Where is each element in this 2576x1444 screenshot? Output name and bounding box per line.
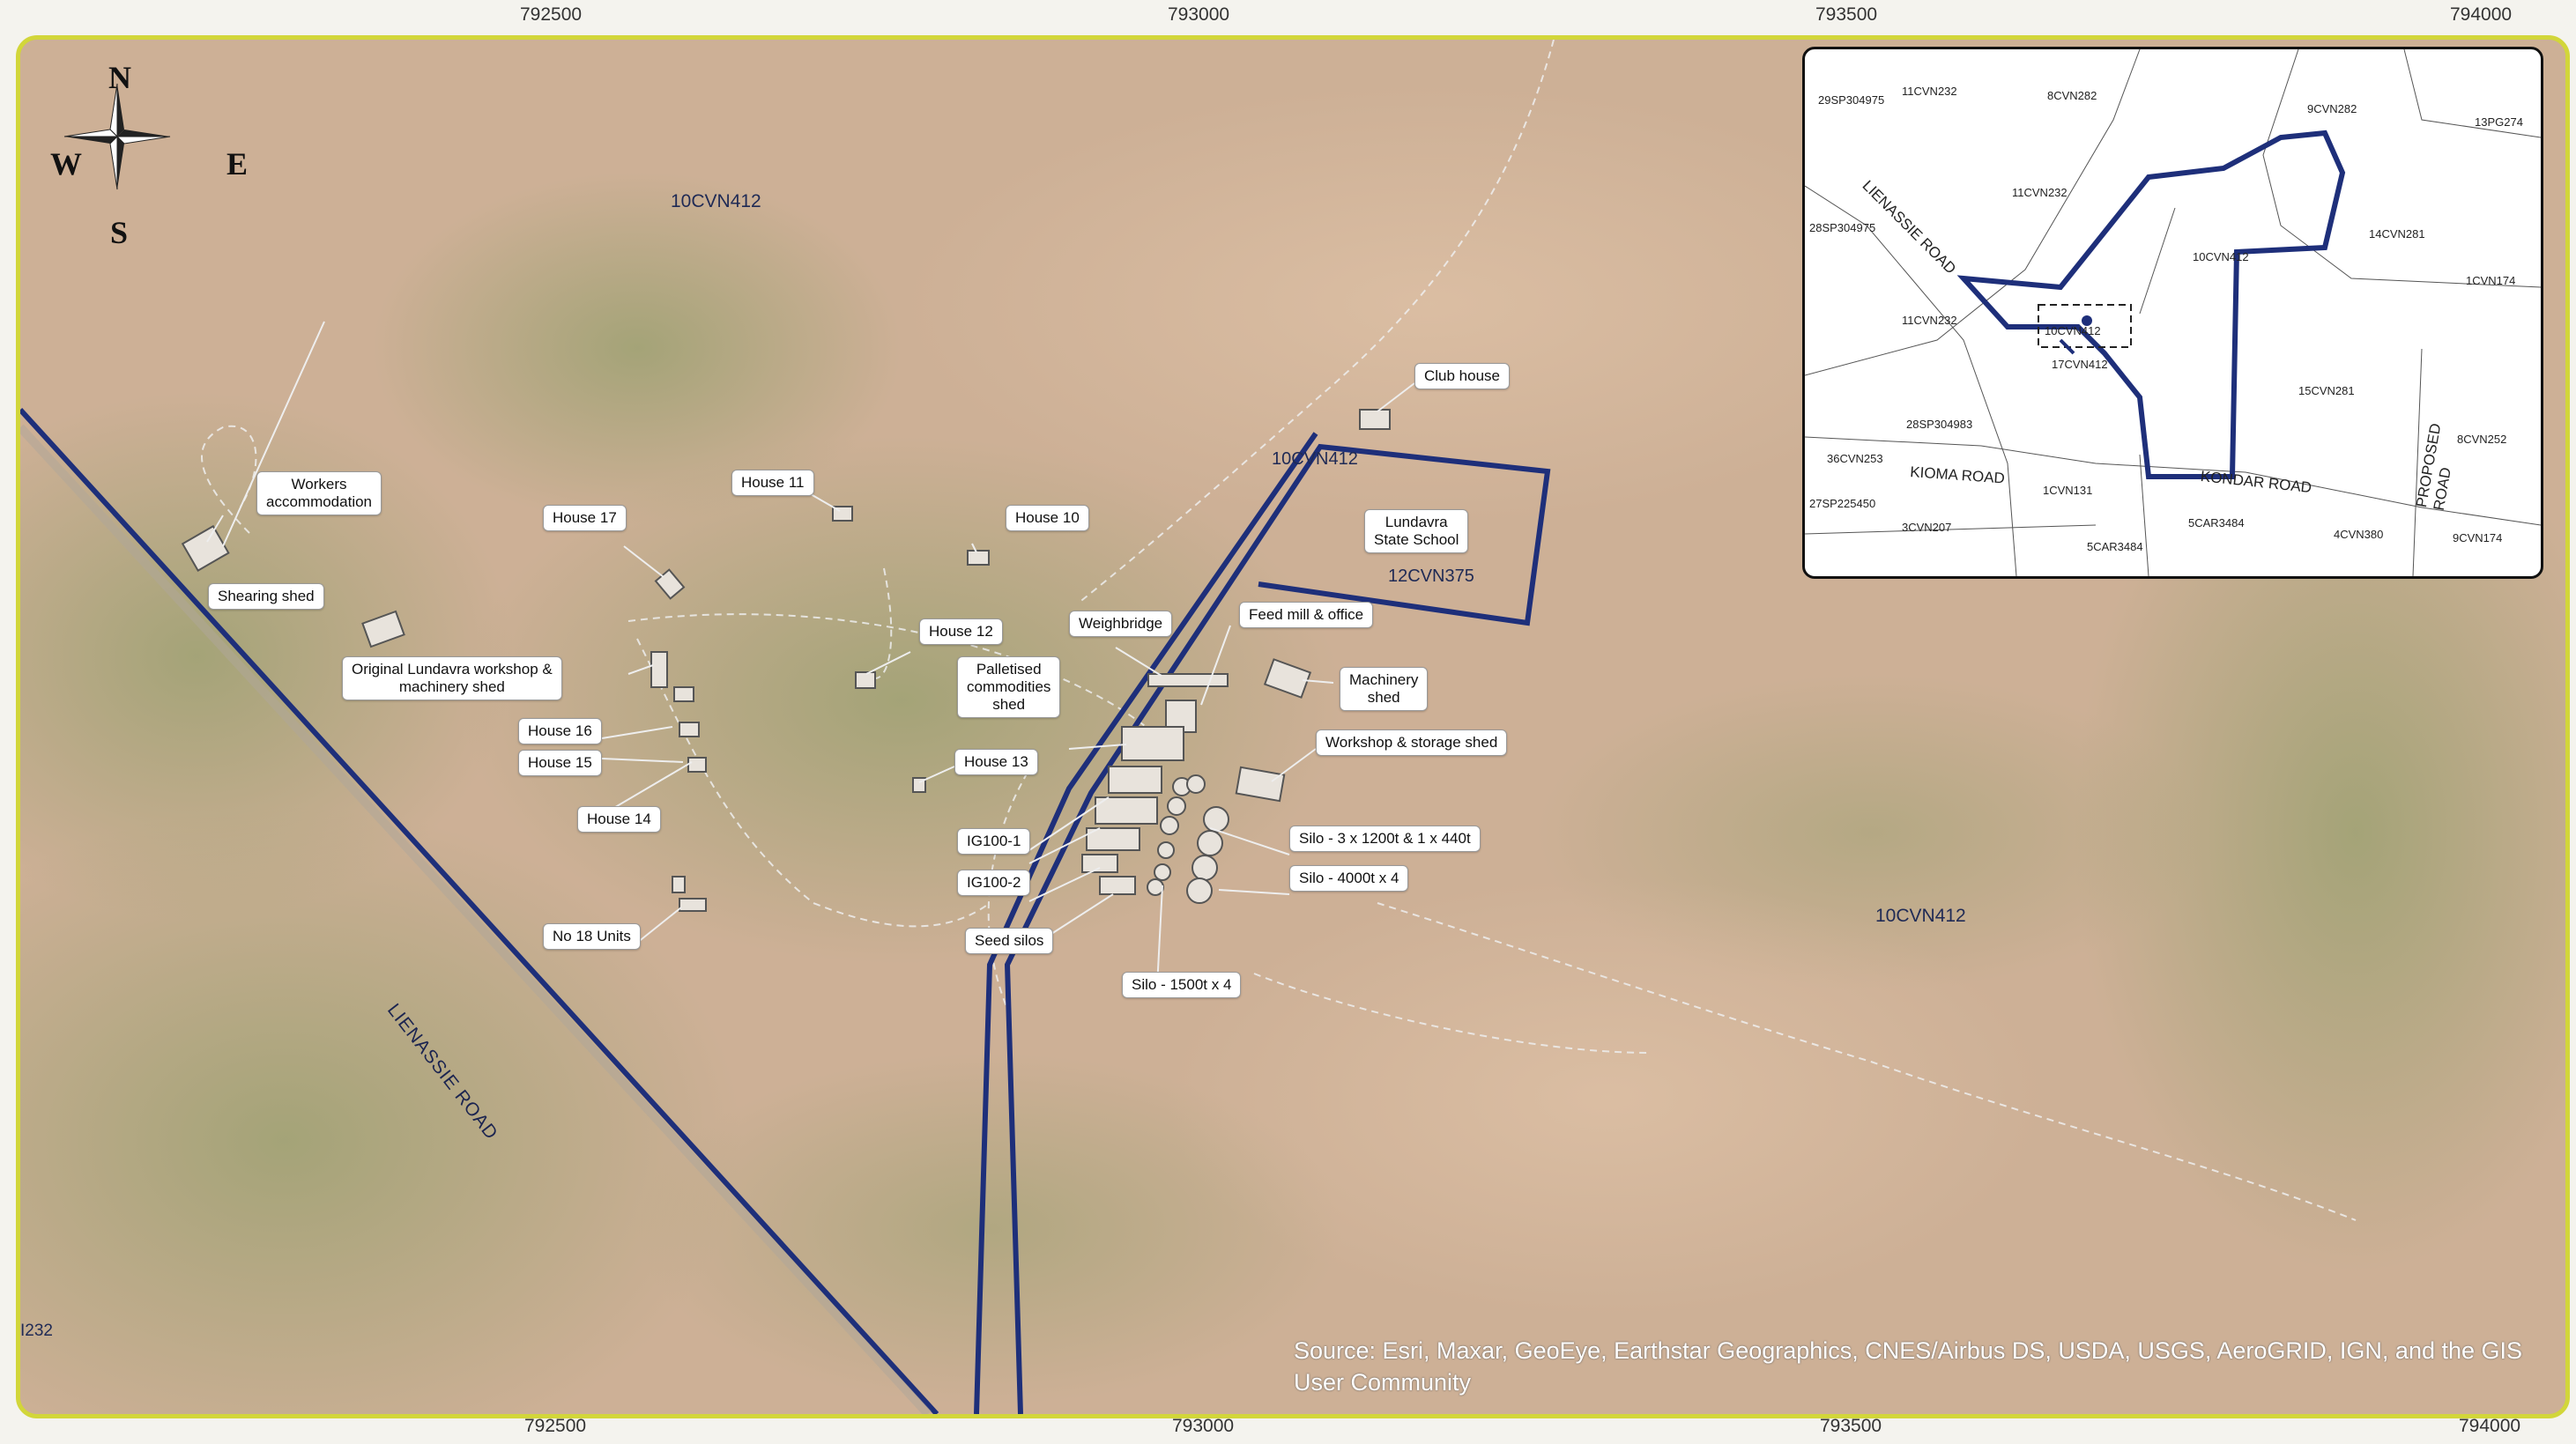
inset-locality-map[interactable]: 29SP304975 11CVN232 8CVN282 9CVN282 13PG… [1802,47,2543,579]
inset-map-canvas[interactable] [1805,49,2541,576]
inset-lot-label: 1CVN131 [2043,484,2093,497]
parcel-label-school-lot-name: 10CVN412 [1272,449,1358,469]
label-house-10: House 10 [1006,505,1089,531]
label-line: commodities [967,678,1051,695]
coord-top-793500: 793500 [1815,4,1878,25]
parcel-label-school-lot: 12CVN375 [1388,566,1474,586]
label-club-house: Club house [1414,363,1511,389]
compass-east: E [226,146,249,181]
label-line: Lundavra [1385,514,1448,530]
inset-lot-label: 9CVN174 [2453,531,2503,544]
label-line: Palletised [976,661,1042,678]
label-no-18-units: No 18 Units [543,923,641,950]
label-house-15: House 15 [518,750,602,776]
label-ig100-2: IG100-2 [957,870,1031,896]
coord-top-792500: 792500 [520,4,583,25]
label-line: Machinery [1349,671,1419,688]
inset-lot-label: 8CVN252 [2457,433,2507,446]
inset-lot-label: 5CAR3484 [2188,516,2245,529]
parcel-label-edge: I232 [20,1322,53,1340]
label-line: Original Lundavra workshop & [352,661,553,678]
label-house-11: House 11 [731,470,814,496]
aerial-map[interactable] [20,40,2565,1414]
inset-lot-label: 27SP225450 [1809,497,1876,510]
parcel-label-east: 10CVN412 [1875,906,1966,926]
inset-lot-label: 36CVN253 [1827,452,1883,465]
label-feed-mill: Feed mill & office [1239,602,1374,628]
label-line: accommodation [266,493,373,510]
label-silo-1500: Silo - 1500t x 4 [1122,972,1242,998]
inset-lot-label: 8CVN282 [2047,89,2097,102]
compass-south: S [110,215,129,250]
label-seed-silos: Seed silos [965,928,1054,954]
inset-lot-label: 10CVN412 [2193,250,2249,263]
label-workshop-storage: Workshop & storage shed [1316,729,1508,756]
label-house-13: House 13 [954,749,1038,775]
coord-bottom-792500: 792500 [524,1416,587,1436]
label-palletised-shed: Palletised commodities shed [957,656,1061,718]
inset-lot-label: 5CAR3484 [2087,540,2143,553]
inset-lot-label: 13PG274 [2475,115,2523,129]
label-silo-4000: Silo - 4000t x 4 [1289,865,1409,892]
coord-bottom-793500: 793500 [1820,1416,1882,1436]
label-line: shed [992,696,1026,713]
label-shearing-shed: Shearing shed [208,583,324,610]
inset-lot-label: 10CVN412 [2045,324,2101,337]
inset-lot-label: 28SP304975 [1809,221,1876,234]
label-house-14: House 14 [577,806,661,833]
compass-west: W [50,146,82,181]
parcel-label-north: 10CVN412 [671,191,761,211]
label-line: Workers [291,476,347,492]
label-state-school: Lundavra State School [1364,509,1469,553]
inset-lot-label: 17CVN412 [2052,358,2108,371]
inset-lot-label: 11CVN232 [1902,85,1957,98]
label-workers-accommodation: Workers accommodation [256,471,382,515]
label-house-17: House 17 [543,505,627,531]
label-weighbridge: Weighbridge [1069,611,1173,637]
label-line: machinery shed [398,678,505,695]
label-house-16: House 16 [518,718,602,744]
inset-lot-label: 4CVN380 [2334,528,2384,541]
inset-lot-label: 3CVN207 [1902,521,1952,534]
label-original-workshop: Original Lundavra workshop & machinery s… [342,656,562,700]
source-attribution: Source: Esri, Maxar, GeoEye, Earthstar G… [1294,1337,2523,1396]
inset-lot-label: 14CVN281 [2369,227,2425,241]
compass-rose-icon [63,83,171,190]
label-ig100-1: IG100-1 [957,828,1031,855]
label-silo-mixed: Silo - 3 x 1200t & 1 x 440t [1289,826,1481,852]
compass-north: N [108,60,131,95]
label-machinery-shed: Machinery shed [1340,667,1429,711]
inset-lot-label: 28SP304983 [1906,418,1973,431]
inset-lot-label: 11CVN232 [2012,186,2067,199]
coord-bottom-794000: 794000 [2459,1416,2521,1436]
inset-lot-label: 11CVN232 [1902,314,1957,327]
inset-lot-label: 1CVN174 [2466,274,2516,287]
inset-lot-label: 29SP304975 [1818,93,1885,107]
inset-lot-label: 9CVN282 [2307,102,2357,115]
label-house-12: House 12 [919,618,1003,645]
coord-top-794000: 794000 [2450,4,2513,25]
label-line: State School [1374,531,1459,548]
inset-lot-label: 15CVN281 [2298,384,2355,397]
label-line: shed [1367,689,1400,706]
coord-top-793000: 793000 [1168,4,1230,25]
coord-bottom-793000: 793000 [1172,1416,1235,1436]
